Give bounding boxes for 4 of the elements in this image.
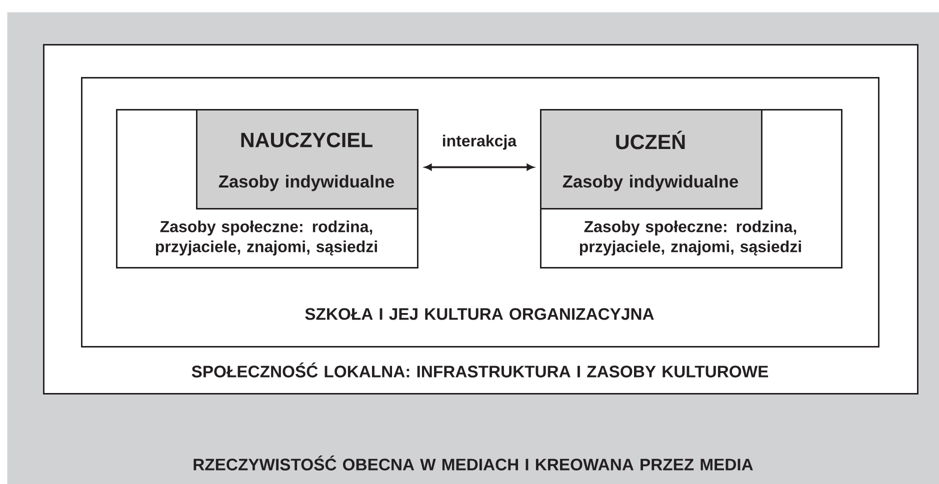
person-box: NAUCZYCIEL Zasoby indywidualne xyxy=(196,109,418,210)
double-arrow xyxy=(424,164,534,170)
edge-label: interakcja xyxy=(443,134,517,150)
person-box: UCZEŃ Zasoby indywidualne xyxy=(540,109,762,210)
